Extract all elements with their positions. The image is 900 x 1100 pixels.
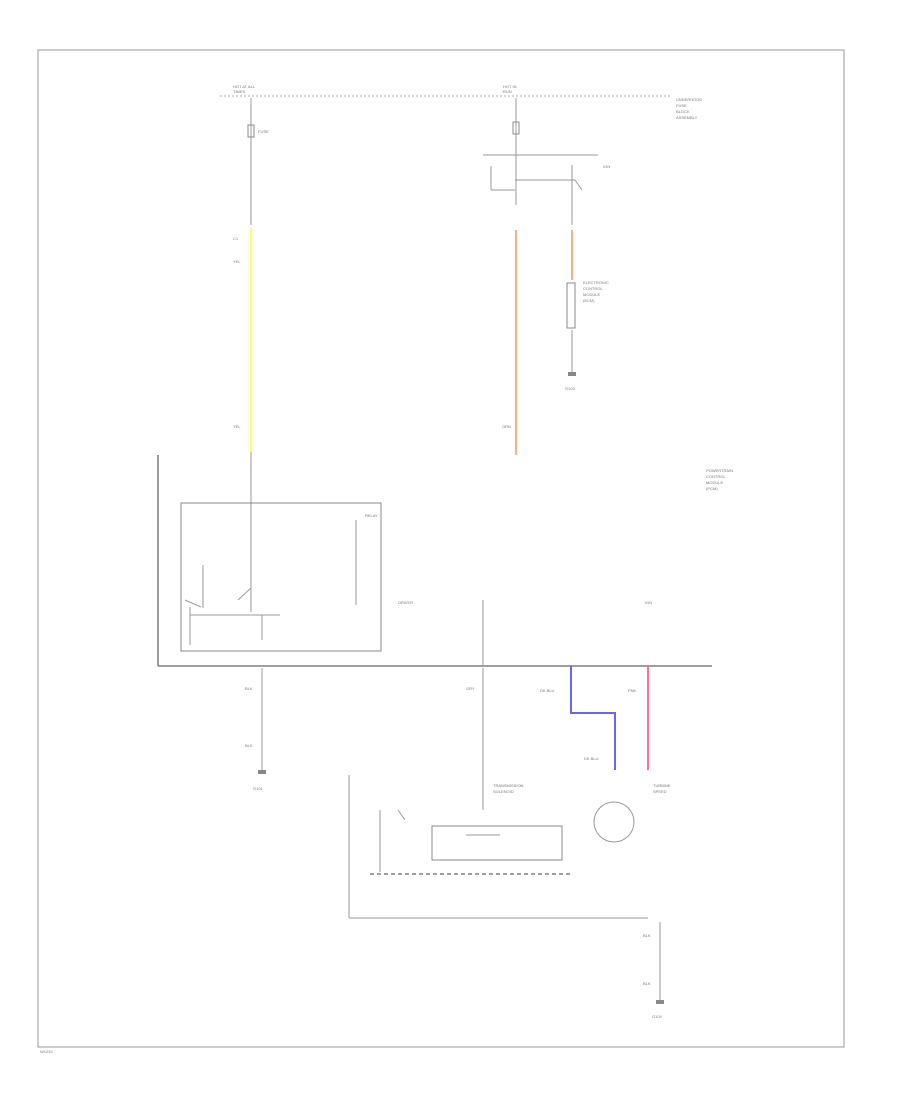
right-component-label-3: MODULE <box>583 292 600 297</box>
pink-wire-color: PNK <box>628 688 637 693</box>
fuse-block-label-2: FUSE <box>676 103 687 108</box>
bus-label-left: HOT AT ALL <box>233 84 256 89</box>
left-ground-wire-color-2: BLK <box>245 743 253 748</box>
bus-label-right-2: RUN <box>503 89 512 94</box>
blue-wire-color: DK BLU <box>540 688 555 693</box>
ign-switch-label: IGN <box>603 164 610 169</box>
ground-label-right: G103 <box>565 386 576 391</box>
relay-box <box>180 502 382 652</box>
relay-driver-label: DRIVER <box>398 600 413 605</box>
ground-symbol-bottom <box>656 1000 664 1004</box>
relay-label: RELAY <box>365 513 378 518</box>
ign-switch-arm <box>574 179 583 191</box>
right-component-label-4: (ECM) <box>583 298 595 303</box>
module-label-2: CONTROL <box>706 474 726 479</box>
right-component-label-2: CONTROL <box>583 286 603 291</box>
bus-label-right: HOT IN <box>503 84 517 89</box>
fuse-block-label-3: BLOCK <box>676 109 690 114</box>
sensor-ring <box>593 801 635 843</box>
diagram-frame <box>37 49 845 1048</box>
lower-switch-arm <box>397 809 406 821</box>
lower-ground-wire-color-2: BLK <box>643 981 651 986</box>
fuse-block-label: UNDERHOOD <box>676 97 702 102</box>
sensor-label-1: TURBINE <box>653 783 671 788</box>
right-component-label-1: ELECTRONIC <box>583 280 609 285</box>
solenoid-body <box>431 825 563 861</box>
yellow-wire-color-bottom: YEL <box>233 424 241 429</box>
lower-box-label-1: TRANSMISSION <box>493 783 524 788</box>
left-ground-wire-color: BLK <box>245 686 253 691</box>
lower-ground-wire-color: BLK <box>643 933 651 938</box>
orange-wire-color: ORN <box>502 424 511 429</box>
module-label-4: (PCM) <box>706 486 718 491</box>
fuse-block-label-4: ASSEMBLY <box>676 115 698 120</box>
relay-contact-link <box>184 599 202 608</box>
ground-symbol-right <box>568 372 576 376</box>
blue-wire-color-2: DK BLU <box>584 756 599 761</box>
left-fuse-label: FUSE <box>258 129 269 134</box>
mid-fuse <box>512 121 520 135</box>
left-fuse <box>247 124 255 138</box>
relay-contact-arm <box>237 587 252 601</box>
right-fuse <box>566 282 576 329</box>
sensor-label-2: SPEED <box>653 789 667 794</box>
module-pin-label: IGN <box>645 600 652 605</box>
footer-code: W1234 <box>40 1049 53 1054</box>
module-label-3: MODULE <box>706 480 723 485</box>
module-label-1: POWERTRAIN <box>706 468 733 473</box>
ground-symbol-left <box>258 770 266 774</box>
motor-wire-color: GRY <box>466 686 475 691</box>
ground-label-left: G101 <box>253 786 264 791</box>
yellow-wire-color-top: YEL <box>233 259 241 264</box>
blue-wire <box>570 666 616 770</box>
ground-label-bottom: G104 <box>652 1014 663 1019</box>
bus-label-left-2: TIMES <box>233 89 246 94</box>
yellow-wire-code-top: C1 <box>233 236 239 241</box>
lower-box-label-2: SOLENOID <box>493 789 514 794</box>
